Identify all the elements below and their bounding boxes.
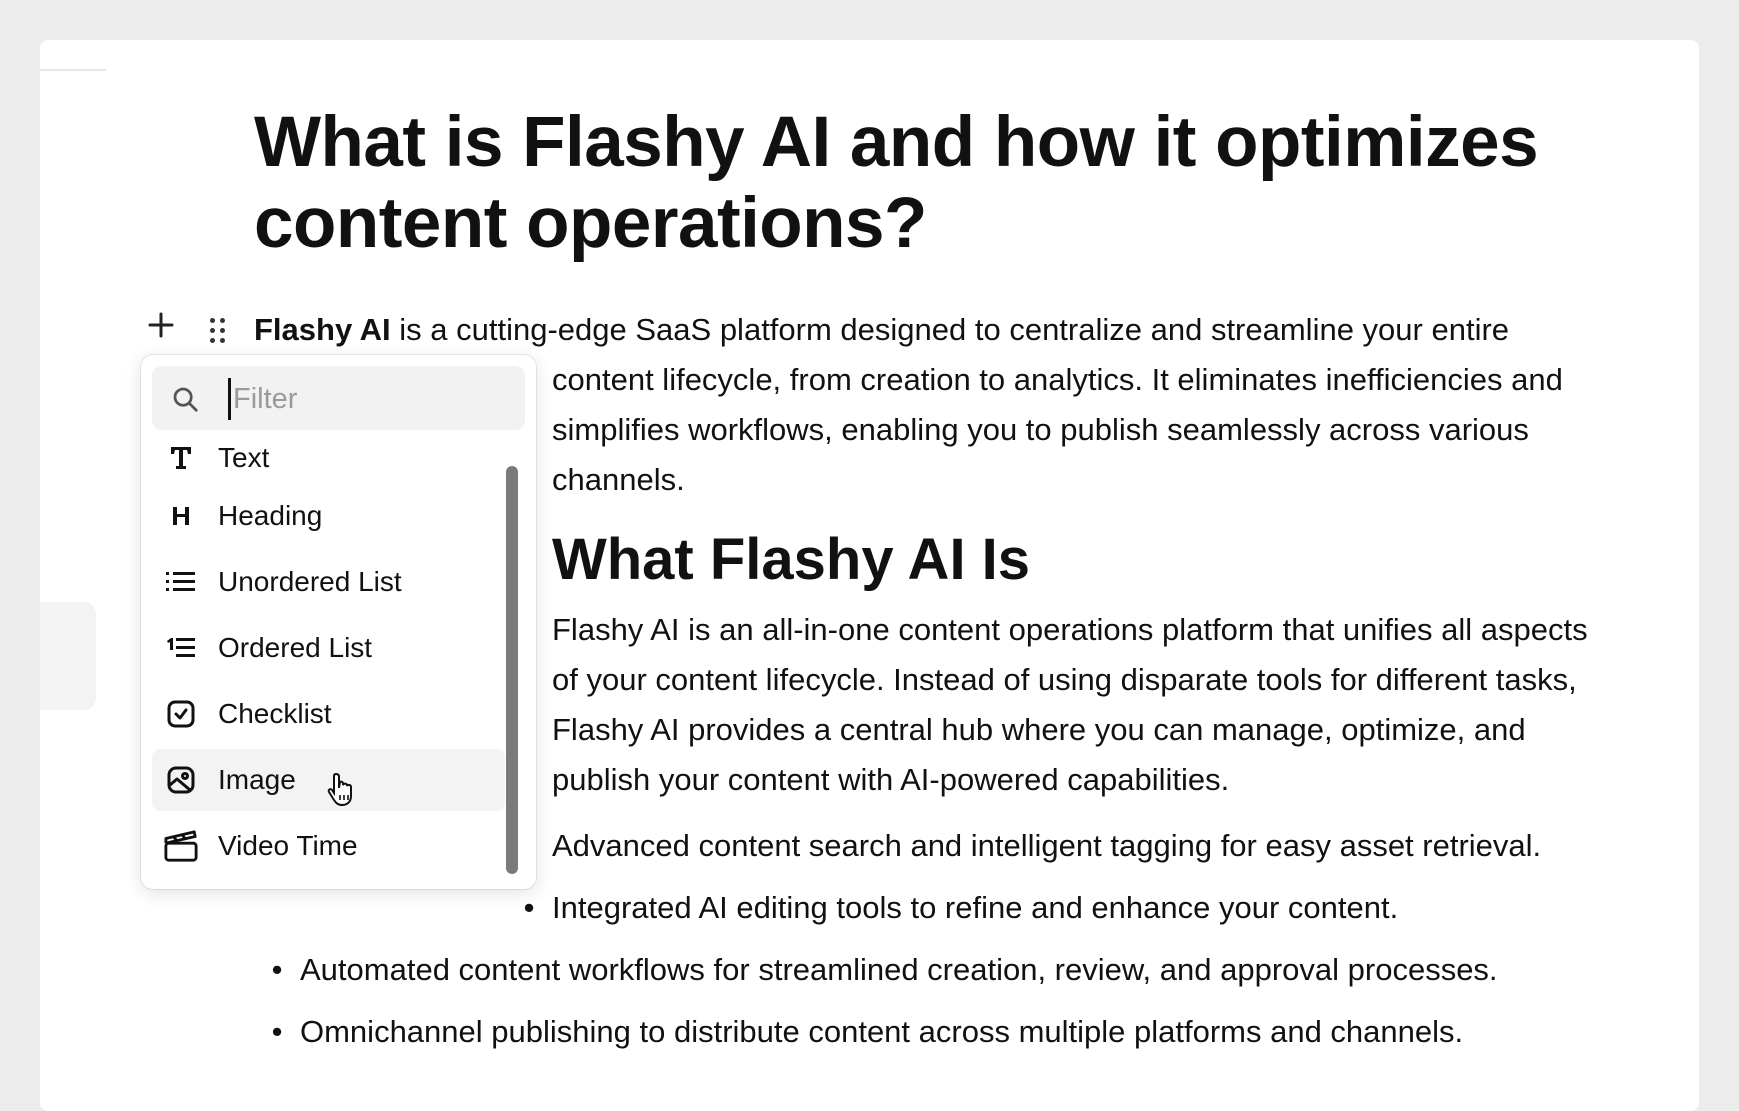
list-item[interactable]: Automated content workflows for streamli… — [254, 947, 1601, 992]
filter-input[interactable] — [228, 378, 515, 420]
intro-paragraph[interactable]: Flashy AI is a cutting-edge SaaS platfor… — [254, 305, 1601, 505]
menu-item-label: Heading — [218, 500, 323, 531]
menu-item-ordered-list[interactable]: Ordered List — [152, 617, 505, 679]
list-item[interactable]: Omnichannel publishing to distribute con… — [254, 1009, 1601, 1054]
menu-item-label: Ordered List — [218, 632, 373, 663]
menu-item-heading[interactable]: Heading — [152, 485, 505, 547]
divider — [40, 69, 106, 71]
search-icon — [173, 387, 198, 412]
feature-list: Advanced content search and intelligent … — [254, 823, 1601, 1054]
checklist-icon — [164, 697, 198, 731]
side-panel-tab — [40, 602, 96, 710]
list-item[interactable]: Advanced content search and intelligent … — [254, 823, 1601, 868]
menu-item-label: Unordered List — [218, 566, 402, 597]
menu-item-checklist[interactable]: Checklist — [152, 683, 505, 745]
text-icon — [164, 441, 198, 475]
menu-item-unordered-list[interactable]: Unordered List — [152, 551, 505, 613]
section-heading[interactable]: What Flashy AI Is — [552, 527, 1031, 592]
menu-item-label: Image — [218, 764, 296, 795]
video-icon — [164, 829, 198, 863]
editor-card: What is Flashy AI and how it optimizes c… — [40, 40, 1699, 1111]
menu-item-label: Text — [218, 442, 270, 473]
list-item[interactable]: Integrated AI editing tools to refine an… — [254, 885, 1601, 930]
ordered-list-icon — [164, 631, 198, 665]
add-block-button[interactable] — [148, 312, 174, 338]
heading-icon — [164, 499, 198, 533]
menu-scrollbar[interactable] — [506, 466, 518, 874]
menu-item-label: Checklist — [218, 698, 332, 729]
intro-bold: Flashy AI — [254, 312, 391, 347]
hand-cursor-icon — [327, 772, 352, 807]
drag-handle-icon[interactable] — [208, 318, 228, 344]
page-title[interactable]: What is Flashy AI and how it optimizes c… — [254, 103, 1539, 263]
filter-box — [152, 366, 525, 430]
intro-text: is a cutting-edge SaaS platform designed… — [390, 312, 1563, 497]
block-type-menu: Text Heading Unordered List Ordered List… — [141, 355, 536, 889]
section-paragraph[interactable]: Flashy AI is an all-in-one content opera… — [552, 612, 1588, 797]
menu-item-video-time[interactable]: Video Time — [152, 815, 505, 877]
image-icon — [164, 763, 198, 797]
menu-item-text[interactable]: Text — [152, 427, 505, 489]
unordered-list-icon — [164, 565, 198, 599]
document-body: What is Flashy AI and how it optimizes c… — [141, 40, 1601, 1054]
menu-item-image[interactable]: Image — [152, 749, 505, 811]
menu-item-label: Video Time — [218, 830, 358, 861]
